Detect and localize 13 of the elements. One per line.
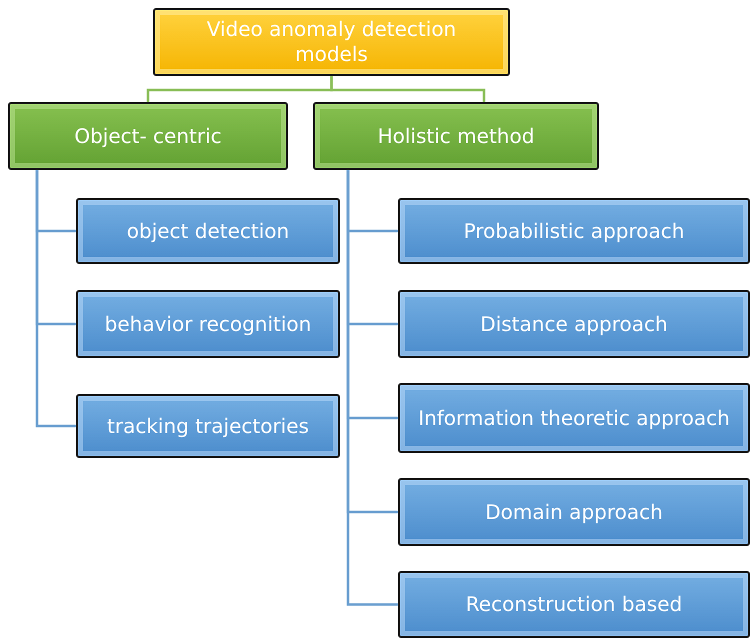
method-box: Probabilistic approach bbox=[398, 198, 750, 264]
method-box: behavior recognition bbox=[76, 290, 340, 358]
title-box: Video anomaly detection models bbox=[153, 8, 510, 76]
method-box: Domain approach bbox=[398, 478, 750, 546]
category-box: Holistic method bbox=[313, 102, 599, 170]
category-box: Object- centric bbox=[8, 102, 288, 170]
method-box: object detection bbox=[76, 198, 340, 264]
method-box: tracking trajectories bbox=[76, 394, 340, 458]
method-box: Reconstruction based bbox=[398, 571, 750, 638]
method-box: Information theoretic approach bbox=[398, 383, 750, 453]
connector-line bbox=[36, 170, 76, 428]
method-box: Distance approach bbox=[398, 290, 750, 358]
connector-line bbox=[330, 76, 486, 102]
